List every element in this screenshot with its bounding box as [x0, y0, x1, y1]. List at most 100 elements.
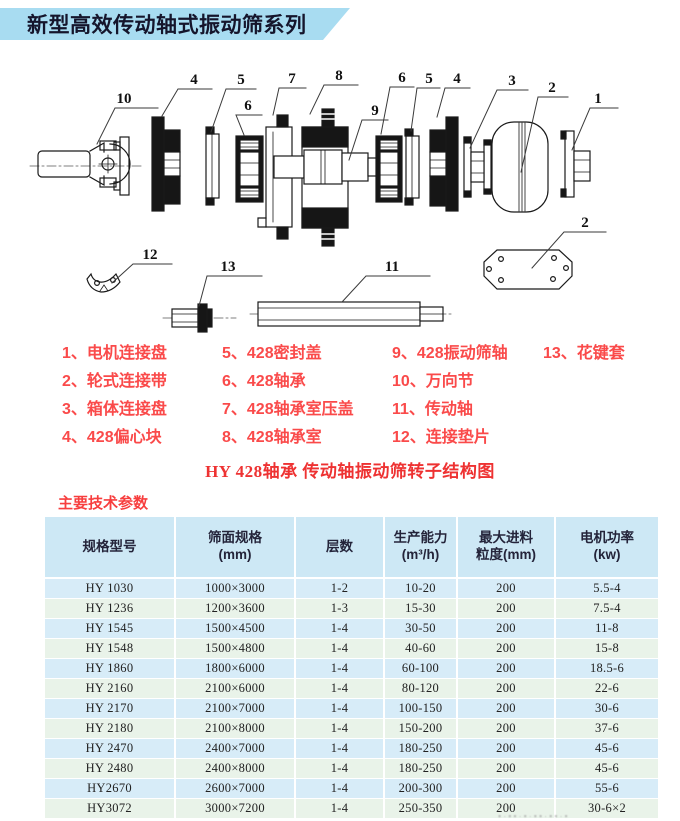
table-cell: 2100×8000 — [176, 719, 294, 738]
table-cell: 200 — [458, 659, 554, 678]
part-wheel-belt — [491, 121, 549, 213]
table-cell: 40-60 — [385, 639, 456, 658]
centerlines — [29, 165, 453, 319]
table-cell: 2400×8000 — [176, 759, 294, 778]
callout-5-right: 5 — [425, 71, 433, 87]
part-connection-gasket — [86, 272, 121, 293]
parts-list-item: 4、428偏心块 — [62, 429, 162, 446]
table-cell: 250-350 — [385, 799, 456, 818]
table-cell: 200 — [458, 759, 554, 778]
table-cell: 200 — [458, 719, 554, 738]
table-cell: 200 — [458, 639, 554, 658]
parts-list-item: 11、传动轴 — [392, 401, 473, 418]
table-header-cell: 筛面规格 (mm) — [176, 517, 294, 577]
parts-list-item: 13、花键套 — [543, 345, 625, 362]
part-bearing-right — [375, 135, 403, 203]
part-eccentric-block-left — [151, 116, 181, 212]
table-cell: 200 — [458, 699, 554, 718]
parts-list-item: 7、428轴承室压盖 — [222, 401, 354, 418]
table-cell: 200 — [458, 679, 554, 698]
table-cell: 1-4 — [296, 619, 383, 638]
table-header-cell: 电机功率 (kw) — [556, 517, 658, 577]
part-bearing-left — [235, 135, 264, 203]
table-cell: 30-6 — [556, 699, 658, 718]
parts-list-column-3: 9、428振动筛轴 10、万向节 11、传动轴 12、连接垫片 — [392, 340, 508, 452]
table-cell: 1000×3000 — [176, 579, 294, 598]
table-cell: 1-3 — [296, 599, 383, 618]
part-universal-joint — [37, 136, 131, 196]
callout-8: 8 — [335, 68, 343, 84]
table-cell: 37-6 — [556, 719, 658, 738]
callout-11: 11 — [385, 259, 399, 275]
table-cell: 200 — [458, 599, 554, 618]
parts-list-item: 10、万向节 — [392, 373, 474, 390]
table-cell: HY 2170 — [45, 699, 174, 718]
table-cell: 2100×7000 — [176, 699, 294, 718]
table-cell: 200 — [458, 619, 554, 638]
callout-5-left: 5 — [237, 72, 245, 88]
table-cell: 1-4 — [296, 679, 383, 698]
table-cell: 3000×7200 — [176, 799, 294, 818]
callout-7: 7 — [288, 71, 296, 87]
callout-2-plate: 2 — [581, 215, 589, 231]
table-cell: 1-4 — [296, 719, 383, 738]
table-cell: 2400×7000 — [176, 739, 294, 758]
table-cell: HY 1860 — [45, 659, 174, 678]
table-cell: 1500×4800 — [176, 639, 294, 658]
table-cell: HY3072 — [45, 799, 174, 818]
table-cell: 18.5-6 — [556, 659, 658, 678]
table-cell: 60-100 — [385, 659, 456, 678]
callout-6-left: 6 — [244, 98, 252, 114]
callout-6-right: 6 — [398, 70, 406, 86]
title-banner: 新型高效传动轴式振动筛系列 — [0, 8, 350, 40]
table-cell: 200 — [458, 739, 554, 758]
part-drive-shaft — [257, 301, 444, 327]
table-cell: 45-6 — [556, 739, 658, 758]
table-cell: 30-50 — [385, 619, 456, 638]
table-cell: 22-6 — [556, 679, 658, 698]
table-cell: 30-6×2 — [556, 799, 658, 818]
part-motor-plate — [560, 130, 591, 198]
table-cell: 200-300 — [385, 779, 456, 798]
table-cell: 1-4 — [296, 759, 383, 778]
table-header-cell: 规格型号 — [45, 517, 174, 577]
table-cell: 1-4 — [296, 779, 383, 798]
table-cell: 11-8 — [556, 619, 658, 638]
table-cell: 150-200 — [385, 719, 456, 738]
params-heading: 主要技术参数 — [58, 495, 149, 512]
parts-list-item: 12、连接垫片 — [392, 429, 490, 446]
table-cell: 180-250 — [385, 759, 456, 778]
part-bearing-chamber — [301, 108, 349, 247]
table-cell: 2100×6000 — [176, 679, 294, 698]
parts-list-item: 9、428振动筛轴 — [392, 345, 508, 362]
table-cell: 1500×4500 — [176, 619, 294, 638]
parts-list-item: 3、箱体连接盘 — [62, 401, 167, 418]
table-cell: 55-6 — [556, 779, 658, 798]
table-cell: 1-4 — [296, 699, 383, 718]
part-spline-sleeve — [171, 303, 213, 333]
parts-list-item: 2、轮式连接带 — [62, 373, 167, 390]
table-cell: 200 — [458, 799, 554, 818]
table-cell: HY 1548 — [45, 639, 174, 658]
part-screen-shaft — [273, 149, 379, 185]
table-cell: 180-250 — [385, 739, 456, 758]
parts-list-item: 8、428轴承室 — [222, 429, 322, 446]
table-cell: HY 1030 — [45, 579, 174, 598]
table-cell: HY 2160 — [45, 679, 174, 698]
table-cell: 15-30 — [385, 599, 456, 618]
table-cell: 1-4 — [296, 659, 383, 678]
callout-4-left: 4 — [190, 72, 198, 88]
table-cell: HY 2180 — [45, 719, 174, 738]
table-cell: HY 1545 — [45, 619, 174, 638]
